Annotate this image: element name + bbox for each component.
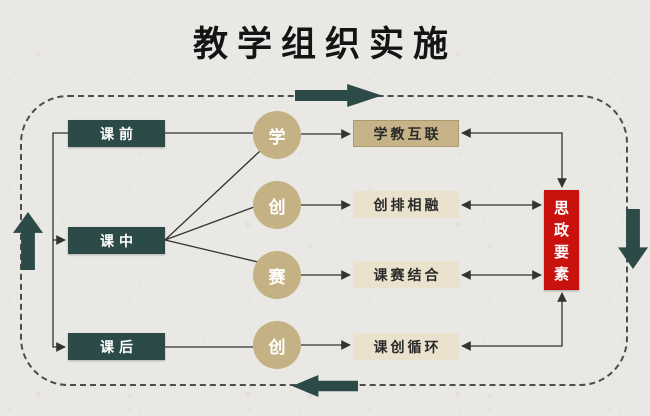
circle-label: 创: [268, 197, 286, 218]
phase-circle-create2: 创: [253, 321, 301, 369]
stage-box-after-class: 课后: [68, 333, 165, 360]
method-label: 学教互联: [373, 126, 442, 143]
method-label: 创排相融: [373, 197, 442, 214]
ideology-elements-box: 思政要素: [544, 190, 579, 290]
phase-circle-compete: 赛: [253, 251, 301, 299]
stage-label: 课前: [100, 126, 138, 143]
method-label: 课赛结合: [373, 267, 442, 284]
phase-circle-create: 创: [253, 181, 301, 229]
method-label: 课创循环: [373, 339, 442, 356]
method-box-1: 学教互联: [353, 120, 459, 147]
circle-label: 赛: [268, 267, 286, 288]
phase-circle-learn: 学: [253, 111, 301, 159]
circle-label: 创: [268, 337, 286, 358]
stage-box-before-class: 课前: [68, 120, 165, 147]
diagram-title: 教学组织实施: [192, 24, 457, 65]
method-box-3: 课赛结合: [353, 261, 459, 288]
circle-label: 学: [268, 127, 286, 148]
stage-box-during-class: 课中: [68, 227, 165, 254]
method-box-4: 课创循环: [353, 333, 459, 360]
stage-label: 课后: [100, 339, 138, 356]
stage-label: 课中: [100, 233, 138, 250]
method-box-2: 创排相融: [353, 191, 459, 218]
ideology-label: 思政要素: [552, 199, 570, 288]
